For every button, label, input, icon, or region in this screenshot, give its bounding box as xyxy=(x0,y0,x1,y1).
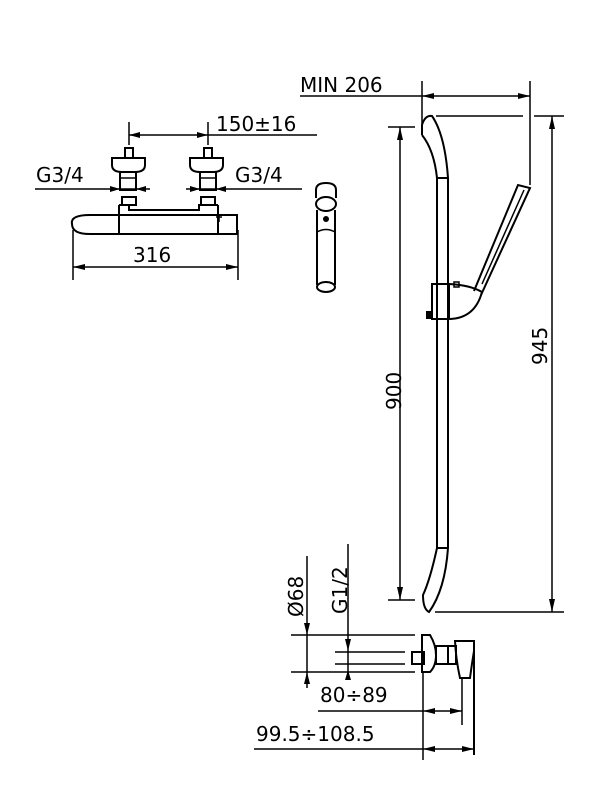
dim-min-offset: MIN 206 xyxy=(300,73,383,97)
outlet-elbow: Ø68 G1/2 80÷89 99.5÷108.5 xyxy=(254,544,475,760)
dim-overall-height: 945 xyxy=(528,327,552,365)
dim-inlet-thread-left: G3/4 xyxy=(36,163,84,187)
shower-rail: MIN 206 900 945 xyxy=(300,73,564,614)
mixer-side-view xyxy=(315,181,337,293)
dim-projection-1: 80÷89 xyxy=(320,683,388,707)
dim-flange-diameter: Ø68 xyxy=(284,576,308,617)
dim-inlet-thread-right: G3/4 xyxy=(235,163,283,187)
dim-projection-2: 99.5÷108.5 xyxy=(256,722,375,746)
dim-inlet-spacing: 150±16 xyxy=(216,112,296,136)
mixer-front-view: 150±16 G3/4 G3/4 xyxy=(35,112,317,280)
dim-rail-length: 900 xyxy=(382,372,406,410)
dim-mixer-width: 316 xyxy=(133,243,171,267)
